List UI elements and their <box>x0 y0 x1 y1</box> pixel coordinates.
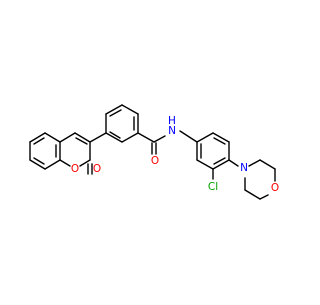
ring-oxygen-label: O <box>71 163 79 175</box>
amide-oxygen-label: O <box>151 155 159 167</box>
carbonyl-oxygen-label: O <box>93 163 101 175</box>
central-benzene-ring <box>89 104 139 143</box>
amide-nitrogen-label: N <box>168 125 176 137</box>
coumarin-benzo-ring <box>29 132 61 170</box>
morpholine-ring <box>228 159 276 200</box>
molecule-canvas: N H O O O Cl N O <box>29 104 279 200</box>
chlorine-label: Cl <box>208 181 218 193</box>
morpholine-nitrogen-label: N <box>240 162 248 174</box>
amide-group <box>137 132 166 155</box>
molecule-structure: N H O O O Cl N O <box>29 104 279 200</box>
coumarin-pyranone-ring <box>59 132 93 175</box>
amide-hydrogen-label: H <box>168 115 176 127</box>
aniline-ring <box>179 130 230 170</box>
morpholine-oxygen-label: O <box>271 182 279 194</box>
